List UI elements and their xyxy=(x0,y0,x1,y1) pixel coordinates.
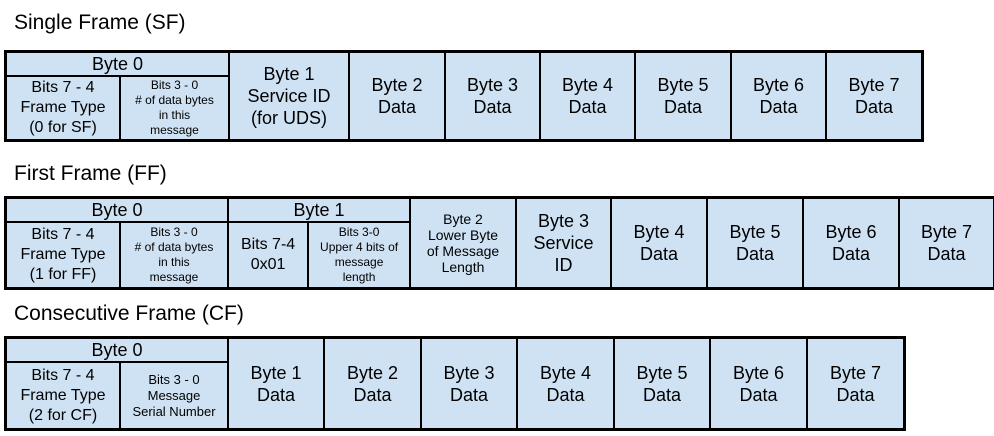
cf-bit-field-cell-0-1: Bits 3 - 0 Message Serial Number xyxy=(119,363,227,428)
ff-byte-group-body-0: Bits 7 - 4 Frame Type (1 for FF)Bits 3 -… xyxy=(7,223,227,287)
sf-bit-field-cell-0-1: Bits 3 - 0 # of data bytes in this messa… xyxy=(119,77,228,139)
sf-byte-cell-7: Byte 7 Data xyxy=(825,53,921,139)
ff-byte-cell-6: Byte 6 Data xyxy=(802,199,898,287)
cf-bit-field-cell-0-0: Bits 7 - 4 Frame Type (2 for CF) xyxy=(20,366,106,424)
consecutive-frame-title: Consecutive Frame (CF) xyxy=(4,293,260,334)
ff-byte-group-body-1: Bits 7-4 0x01 Bits 3-0 Upper 4 bits of me… xyxy=(229,223,409,287)
cf-byte-cell-1: Byte 1 Data xyxy=(227,339,323,428)
cf-byte-cell-2: Byte 2 Data xyxy=(323,339,420,428)
ff-byte-group-header-0: Byte 0 xyxy=(7,199,227,223)
single-frame-title: Single Frame (SF) xyxy=(4,2,202,43)
cf-byte-cell-3: Byte 3 Data xyxy=(420,339,516,428)
sf-byte-cell-6: Byte 6 Data xyxy=(730,53,825,139)
sf-byte-cell-3: Byte 3 Data xyxy=(444,53,539,139)
sf-byte-group-body-0: Bits 7 - 4 Frame Type (0 for SF)Bits 3 -… xyxy=(7,77,228,139)
ff-byte-group-1: Byte 1 Bits 7-4 0x01 Bits 3-0 Upper 4 bits… xyxy=(227,199,409,287)
ff-bit-field-cell-0-0: Bits 7 - 4 Frame Type (1 for FF) xyxy=(20,226,106,283)
sf-byte-group-header-0: Byte 0 xyxy=(7,53,228,77)
cf-byte-cell-4: Byte 4 Data xyxy=(516,339,613,428)
ff-byte-cell-5: Byte 5 Data xyxy=(706,199,802,287)
ff-byte-cell-3: Byte 3 Service ID xyxy=(515,199,610,287)
ff-bit-field-cell-0-1: Bits 3 - 0 # of data bytes in this messa… xyxy=(119,223,227,287)
first-frame-title: First Frame (FF) xyxy=(4,153,183,194)
sf-byte-cell-1: Byte 1 Service ID (for UDS) xyxy=(228,53,348,139)
sf-byte-cell-4: Byte 4 Data xyxy=(539,53,634,139)
cf-byte-cell-7: Byte 7 Data xyxy=(806,339,903,428)
cf-byte-cell-5: Byte 5 Data xyxy=(613,339,709,428)
ff-byte-cell-2: Byte 2 Lower Byte of Message Length xyxy=(409,199,515,287)
ff-byte-cell-7: Byte 7 Data xyxy=(898,199,993,287)
sf-byte-cell-5: Byte 5 Data xyxy=(634,53,730,139)
cf-byte-cell-6: Byte 6 Data xyxy=(709,339,806,428)
ff-byte-group-header-1: Byte 1 xyxy=(229,199,409,223)
sf-bit-field-cell-0-0: Bits 7 - 4 Frame Type (0 for SF) xyxy=(20,79,106,136)
sf-byte-cell-2: Byte 2 Data xyxy=(348,53,444,139)
cf-byte-group-header-0: Byte 0 xyxy=(7,339,227,363)
ff-bit-field-cell-1-0: Bits 7-4 0x01 xyxy=(240,236,296,273)
ff-bit-field-cell-1-1: Bits 3-0 Upper 4 bits of message length xyxy=(307,223,409,287)
ff-byte-cell-4: Byte 4 Data xyxy=(610,199,706,287)
cf-byte-group-body-0: Bits 7 - 4 Frame Type (2 for CF)Bits 3 -… xyxy=(7,363,227,428)
